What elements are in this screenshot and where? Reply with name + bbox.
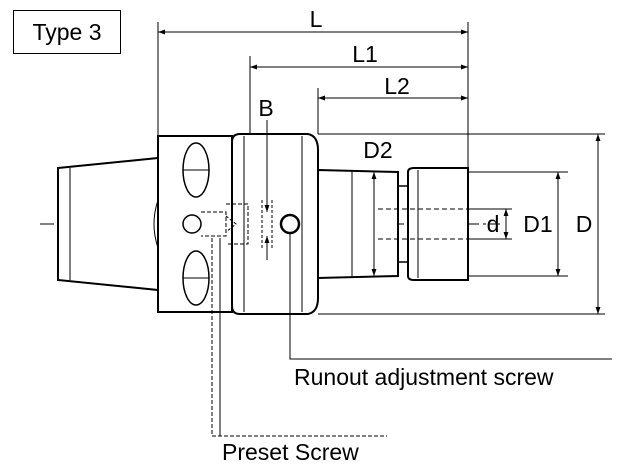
- dimension-L2-label: L2: [384, 73, 410, 99]
- dimension-B-label: B: [258, 95, 273, 121]
- taper-shank: [57, 156, 159, 292]
- dimension-D2-label: D2: [363, 137, 392, 163]
- extension-lines: [157, 22, 605, 315]
- preset-screw-label: Preset Screw: [222, 439, 359, 465]
- bore-hidden-lines: [378, 208, 468, 240]
- dimension-L-label: L: [310, 6, 323, 32]
- runout-screw-label: Runout adjustment screw: [294, 364, 554, 390]
- drive-slot-top: [182, 142, 210, 198]
- dimension-B-marks: [261, 120, 273, 260]
- callout-leaders: [211, 233, 612, 437]
- runout-screw-hole: [279, 213, 301, 235]
- dimension-d-label: d: [487, 211, 500, 237]
- main-body: [231, 133, 319, 315]
- neck: [317, 168, 399, 280]
- preset-screw: [182, 203, 249, 245]
- dimension-L1-label: L1: [352, 41, 378, 67]
- dimension-D1-label: D1: [523, 211, 552, 237]
- drive-slot-bottom: [182, 250, 210, 306]
- dimension-D-label: D: [576, 211, 593, 237]
- collet-nose: [407, 167, 469, 281]
- dimension-lines: [158, 29, 601, 314]
- type-label: Type 3: [13, 10, 121, 54]
